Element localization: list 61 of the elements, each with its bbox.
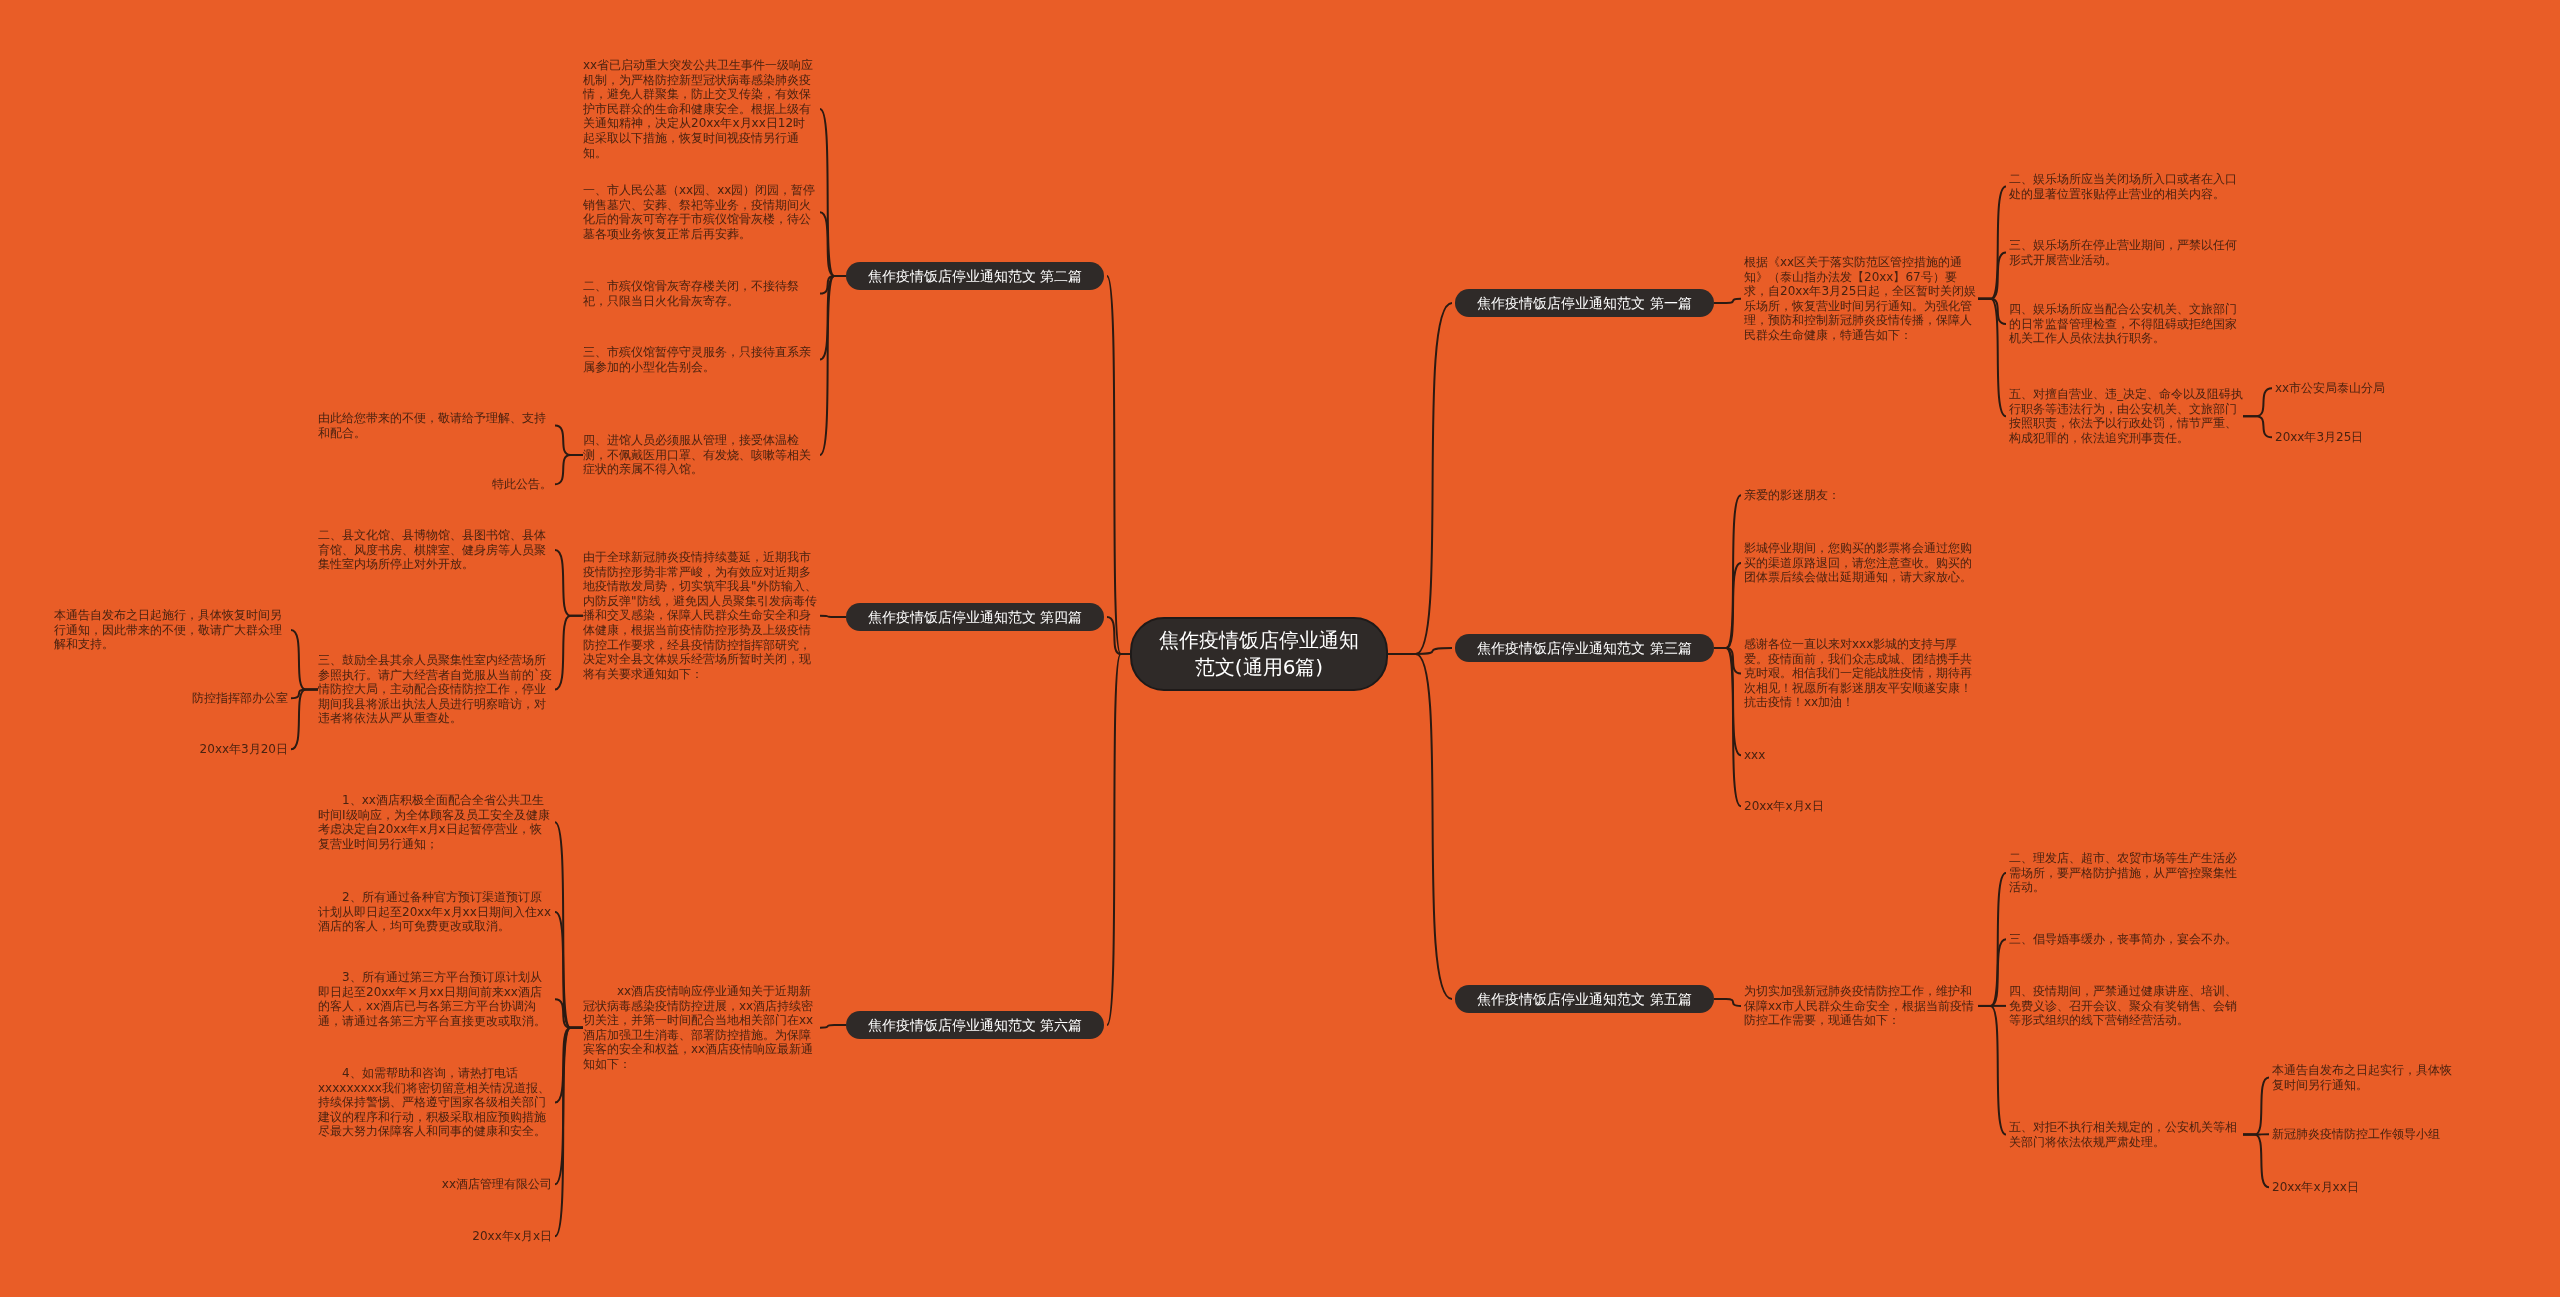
connector-line [554,614,584,691]
topic-text: xx酒店疫情响应停业通知关于近期新冠状病毒感染疫情防控进展，xx酒店持续密切关注，并第一时间配合当地相关部门在xx酒店加强卫生消毒、部署防控措施。为保障宾客的安全和权益，xx酒店疫情响应最新通知如下： [583,984,817,1072]
topic-text: 20xx年x月x日 [318,1229,552,1244]
topic-text: 四、娱乐场所应当配合公安机关、文旅部门的日常监督管理检查，不得阻碍或拒绝国家机关工作人员依法执行职务。 [2009,302,2243,346]
connector-line [819,614,847,618]
topic-text: 三、鼓励全县其余人员聚集性室内经营场所参照执行。请广大经营者自觉服从当前的`疫情防控大局，主动配合疫情防控工作，停业期间我县将派出执法人员进行明察暗访，对违者将依法从严从重查处。 [318,653,552,726]
topic-text: 三、娱乐场所在停止营业期间，严禁以任何形式开展营业活动。 [2009,238,2243,268]
connector-line [1713,647,1742,808]
topic-text: 二、娱乐场所应当关闭场所入口或者在入口处的显著位置张贴停止营业的相关内容。 [2009,172,2243,202]
topic-text: 新冠肺炎疫情防控工作领导小组 [2272,1127,2462,1142]
topic-text: 三、倡导婚事缓办，丧事简办，宴会不办。 [2009,932,2243,947]
connector-line [290,688,319,751]
topic-text: 五、对擅自营业、违_决定、命令以及阻碍执行职务等违法行为，由公安机关、文旅部门按照职责，依法予以行政处罚，情节严重、构成犯罪的，依法追究刑事责任。 [2009,387,2243,446]
topic-text: 20xx年3月25日 [2275,430,2455,445]
connector-line [1977,297,2007,418]
topic-text: 20xx年x月xx日 [2272,1180,2462,1195]
topic-text: 防控指挥部办公室 [54,691,288,706]
connector-line [819,1024,847,1029]
topic-text: 二、市殡仪馆骨灰寄存楼关闭，不接待祭祀，只限当日火化骨灰寄存。 [583,279,817,309]
branch-topic: 焦作疫情饭店停业通知范文 第五篇 [1455,985,1714,1013]
topic-text: 一、市人民公墓（xx园、xx园）闭园，暂停销售墓穴、安葬、祭祀等业务，疫情期间火化后的骨灰可寄存于市殡仪馆骨灰楼，待公墓各项业务恢复正常后再安葬。 [583,183,817,242]
connector-line [819,275,847,456]
topic-text: 影城停业期间，您购买的影票将会通过您购买的渠道原路退回，请您注意查收。购买的团体票后续会做出延期通知，请大家放心。 [1744,541,1978,585]
branch-topic: 焦作疫情饭店停业通知范文 第一篇 [1455,289,1714,317]
branch-topic: 焦作疫情饭店停业通知范文 第六篇 [846,1011,1104,1039]
topic-text: 本通告自发布之日起施行，具体恢复时间另行通知，因此带来的不便，敬请广大群众理解和支持。 [54,608,288,652]
topic-text: 1、xx酒店积极全面配合全省公共卫生时间Ⅰ级响应，为全体顾客及员工安全及健康考虑决定自20xx年x月x日起暂停营业，恢复营业时间另行通知； [318,793,552,852]
topic-text: 四、进馆人员必须服从管理，接受体温检测，不佩戴医用口罩、有发烧、咳嗽等相关症状的亲属不得入馆。 [583,433,817,477]
topic-text: 三、市殡仪馆暂停守灵服务，只接待直系亲属参加的小型化告别会。 [583,345,817,375]
topic-text: 20xx年3月20日 [54,742,288,757]
branch-topic: 焦作疫情饭店停业通知范文 第四篇 [846,603,1104,631]
topic-text: 由此给您带来的不便，敬请给予理解、支持和配合。 [318,411,552,441]
connector-line [554,453,584,486]
topic-text: 二、理发店、超市、农贸市场等生产生活必需场所，要严格防护措施，从严管控聚集性活动。 [2009,851,2243,895]
connector-line [554,1026,584,1238]
topic-text: xx酒店管理有限公司 [318,1177,552,1192]
branch-topic: 焦作疫情饭店停业通知范文 第二篇 [846,262,1104,290]
topic-text: 由于全球新冠肺炎疫情持续蔓延，近期我市疫情防控形势非常严峻，为有效应对近期多地疫情散发局势，切实筑牢我县"外防输入、内防反弹"防线，避免因人员聚集引发病毒传播和交叉感染，保障人民群众生命安全和身体健康，根据当前疫情防控形势及上级疫情防控工作要求，经县疫情防控指挥部研究，决定对全县文体娱乐经营场所暂时关闭，现将有关要求通知如下： [583,550,817,682]
branch-topic: 焦作疫情饭店停业通知范文 第三篇 [1455,634,1714,662]
topic-text: 二、县文化馆、县博物馆、县图书馆、县体育馆、风度书房、棋牌室、健身房等人员聚集性室内场所停止对外开放。 [318,528,552,572]
topic-text: 四、疫情期间，严禁通过健康讲座、培训、免费义诊、召开会议、聚众有奖销售、会销等形式组织的线下营销经营活动。 [2009,984,2243,1028]
topic-text: 根据《xx区关于落实防范区管控措施的通知》（泰山指办法发【20xx】67号）要求，自20xx年3月25日起，全区暂时关闭娱乐场所，恢复营业时间另行通知。为强化管理，预防和控制新冠肺炎疫情传播，保障人民群众生命健康，特通告如下： [1744,255,1978,343]
topic-text: 为切实加强新冠肺炎疫情防控工作，维护和保障xx市人民群众生命安全，根据当前疫情防控工作需要，现通告如下： [1744,984,1978,1028]
topic-text: 3、所有通过第三方平台预订原计划从即日起至20xx年×月xx日期间前来xx酒店的客人，xx酒店已与各第三方平台协调沟通，请通过各第三方平台直接更改或取消。 [318,970,552,1029]
topic-text: 特此公告。 [318,477,552,492]
topic-text: 本通告自发布之日起实行，具体恢复时间另行通知。 [2272,1063,2462,1093]
connector-line [1713,297,1742,304]
topic-text: 亲爱的影迷朋友： [1744,488,1978,503]
topic-text: xx市公安局泰山分局 [2275,381,2455,396]
topic-text: 2、所有通过备种官方预订渠道预订原计划从即日起至20xx年x月xx日期间入住xx酒店的客人，均可免费更改或取消。 [318,890,552,934]
topic-text: 感谢各位一直以来对xxx影城的支持与厚爱。疫情面前，我们众志成城、团结携手共克时艰。相信我们一定能战胜疫情，期待再次相见！祝愿所有影迷朋友平安顺遂安康！抗击疫情！xx加油！ [1744,637,1978,710]
topic-text: 20xx年x月x日 [1744,799,1978,814]
topic-text: xxx [1744,748,1978,763]
central-topic: 焦作疫情饭店停业通知范文(通用6篇) [1130,617,1388,691]
connector-line [2242,1133,2270,1189]
connector-line [2242,415,2273,439]
connector-line [1713,998,1742,1007]
topic-text: 4、如需帮助和咨询，请热打电话xxxxxxxxx我们将密切留意相关情况道报、持续保持警惕、严格遵守国家各级相关部门建议的程序和行动，积极采取相应预购措施尽最大努力保障客人和同事的健康和安全。 [318,1066,552,1139]
connector-line [1977,1004,2007,1136]
topic-text: xx省已启动重大突发公共卫生事件一级响应机制，为严格防控新型冠状病毒感染肺炎疫情，避免人群聚集，防止交叉传染，有效保护市民群众的生命和健康安全。根据上级有关通知精神，决定从20xx年x月xx日12时起采取以下措施，恢复时间视疫情另行通知。 [583,58,817,161]
topic-text: 五、对拒不执行相关规定的，公安机关等相关部门将依法依规严肃处理。 [2009,1120,2243,1150]
